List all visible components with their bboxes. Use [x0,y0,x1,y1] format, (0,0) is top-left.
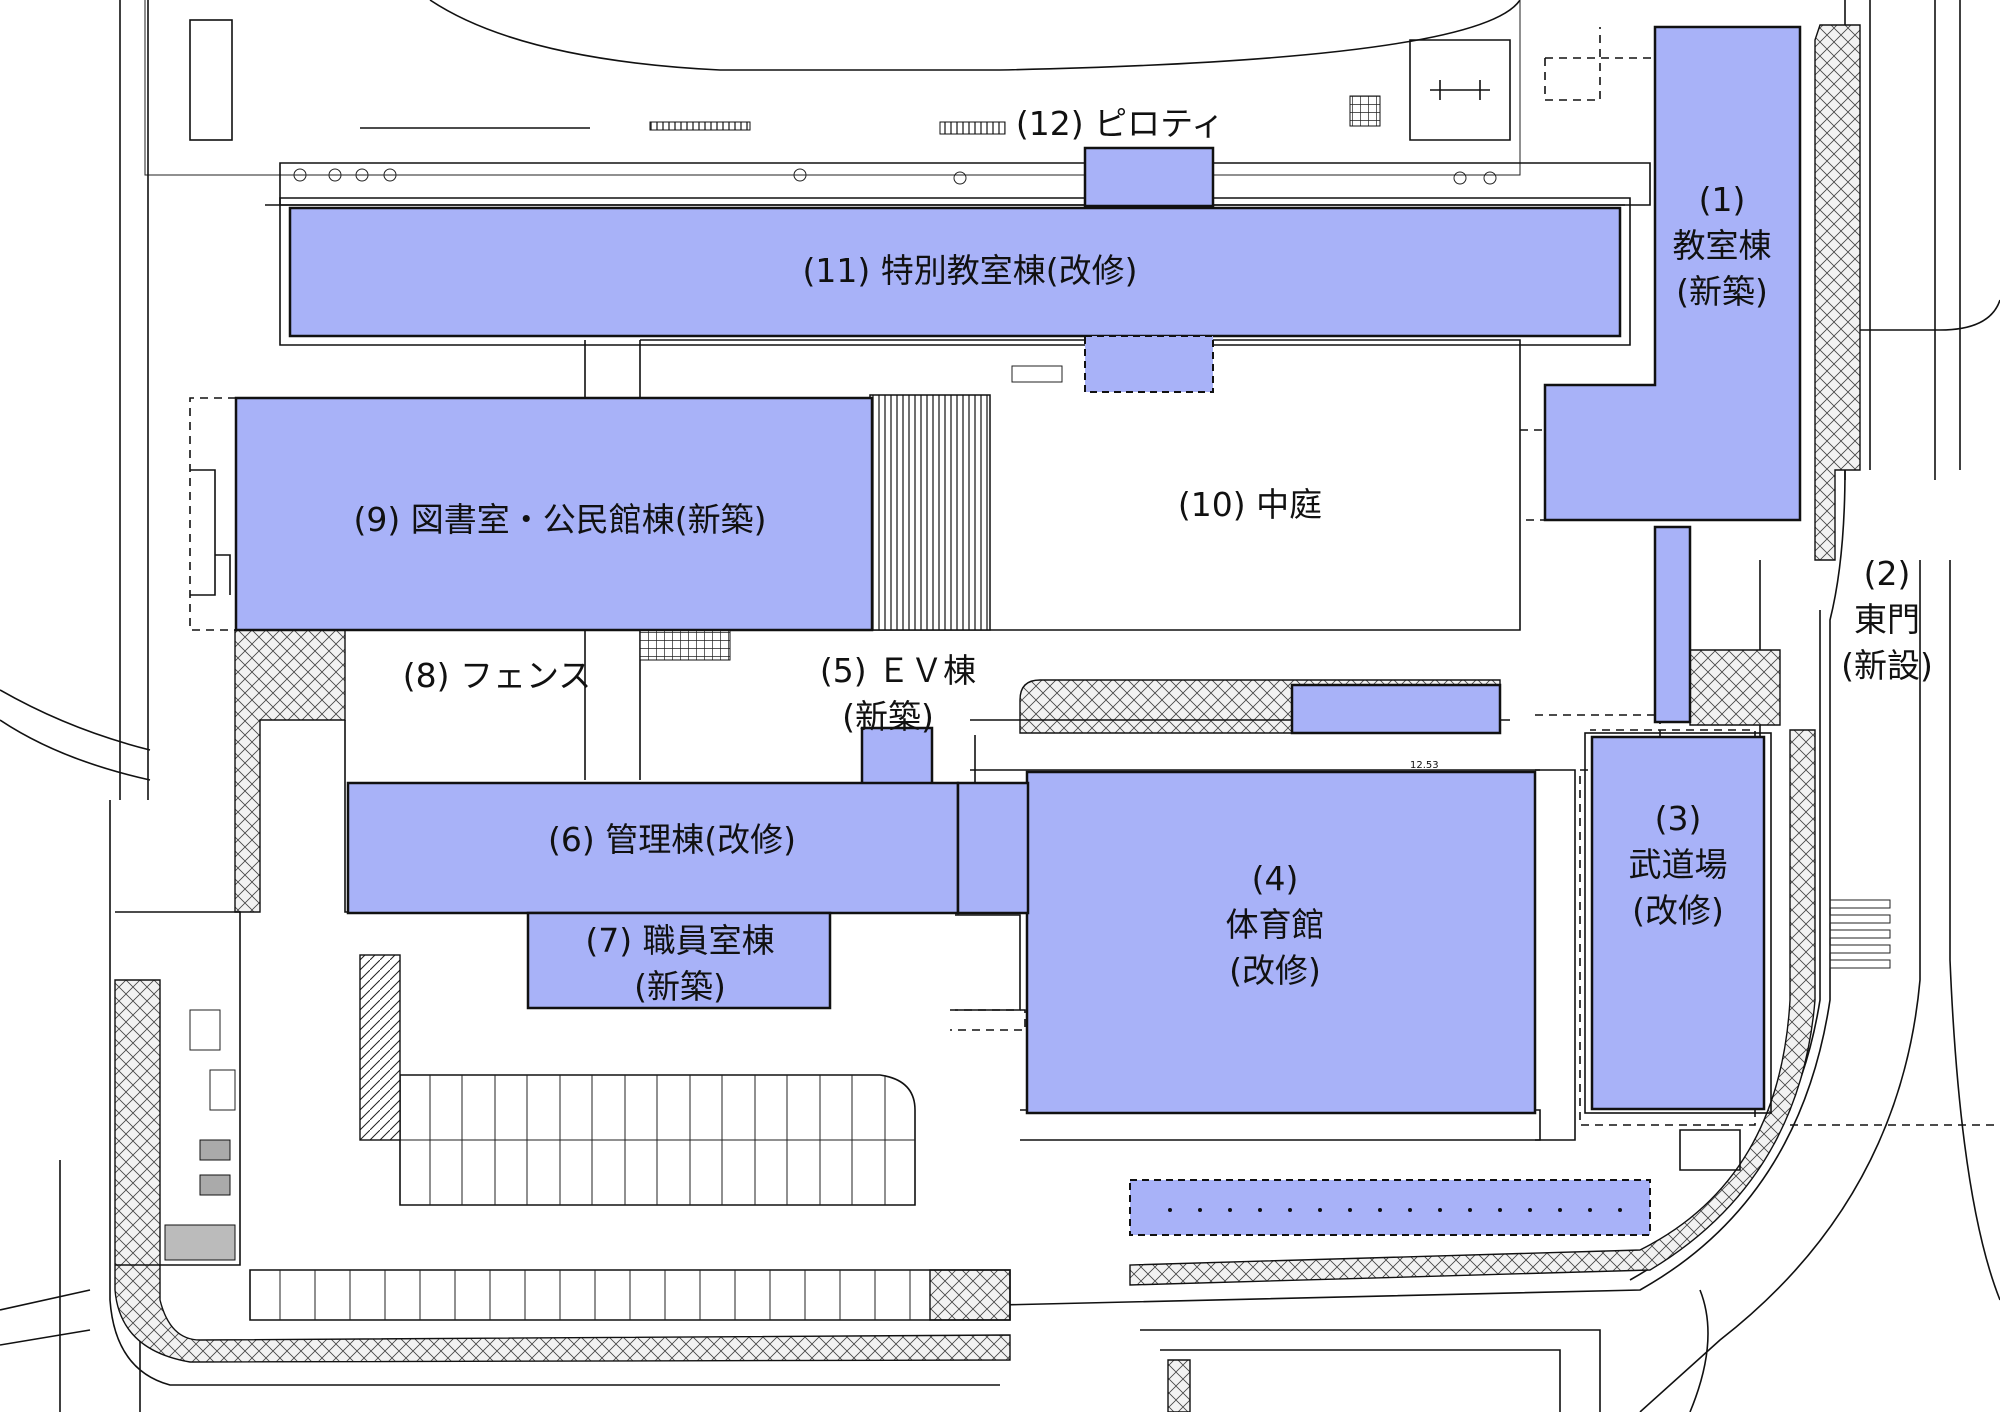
label-b1-note: (新築) [1676,272,1768,311]
label-b9: (9) 図書室・公民館棟(新築) [354,500,767,539]
building-9-library [234,396,874,632]
courtyard-outline [584,339,1521,780]
label-b6: (6) 管理棟(改修) [548,820,796,859]
label-b2-note: (新設) [1841,646,1933,685]
building-12-piloti-south [1084,335,1214,393]
label-b2-name: 東門 [1854,600,1920,639]
label-b8: (8) フェンス [403,656,592,695]
canopy-strip [1129,1179,1651,1236]
label-b1-name: 教室棟 [1673,226,1772,265]
building-3-budojo [1590,735,1766,1111]
label-b2-num: (2) [1864,554,1911,593]
building-2-connector [1653,525,1692,724]
building-4-gymnasium [1025,770,1537,1115]
building-11-special-classroom [288,206,1622,338]
label-b5-line1: (5) ＥＶ棟 [820,651,976,690]
label-b3-name: 武道場 [1629,845,1728,884]
label-b7-line1: (7) 職員室棟 [585,921,774,960]
label-b4-name: 体育館 [1226,905,1325,944]
crosswalk [1829,899,1891,969]
buildings [189,25,1802,1236]
parking-area [115,714,1756,1321]
label-b11: (11) 特別教室棟(改修) [803,251,1138,290]
label-b12: (12) ピロティ [1016,104,1224,143]
building-12-piloti-north [1083,146,1215,208]
building-7-staffroom [526,911,832,1010]
canopy-columns [1168,1208,1622,1212]
label-b7-note: (新築) [634,967,726,1006]
tree-circles [293,168,1497,185]
label-b5-note: (新築) [842,697,934,736]
label-b3-num: (3) [1655,799,1702,838]
label-b1-num: (1) [1699,180,1746,219]
building-4-annex [1290,683,1502,735]
label-b3-note: (改修) [1632,891,1724,930]
label-b4-note: (改修) [1229,951,1321,990]
label-b10: (10) 中庭 [1178,485,1322,524]
building-5-ev [860,726,934,787]
label-b4-num: (4) [1252,859,1299,898]
building-6-link [956,781,1030,915]
labels: (1) 教室棟 (新築) (2) 東門 (新設) (3) 武道場 (改修) (4… [354,104,1933,1006]
dimension-text: 12.53 [1410,760,1439,771]
